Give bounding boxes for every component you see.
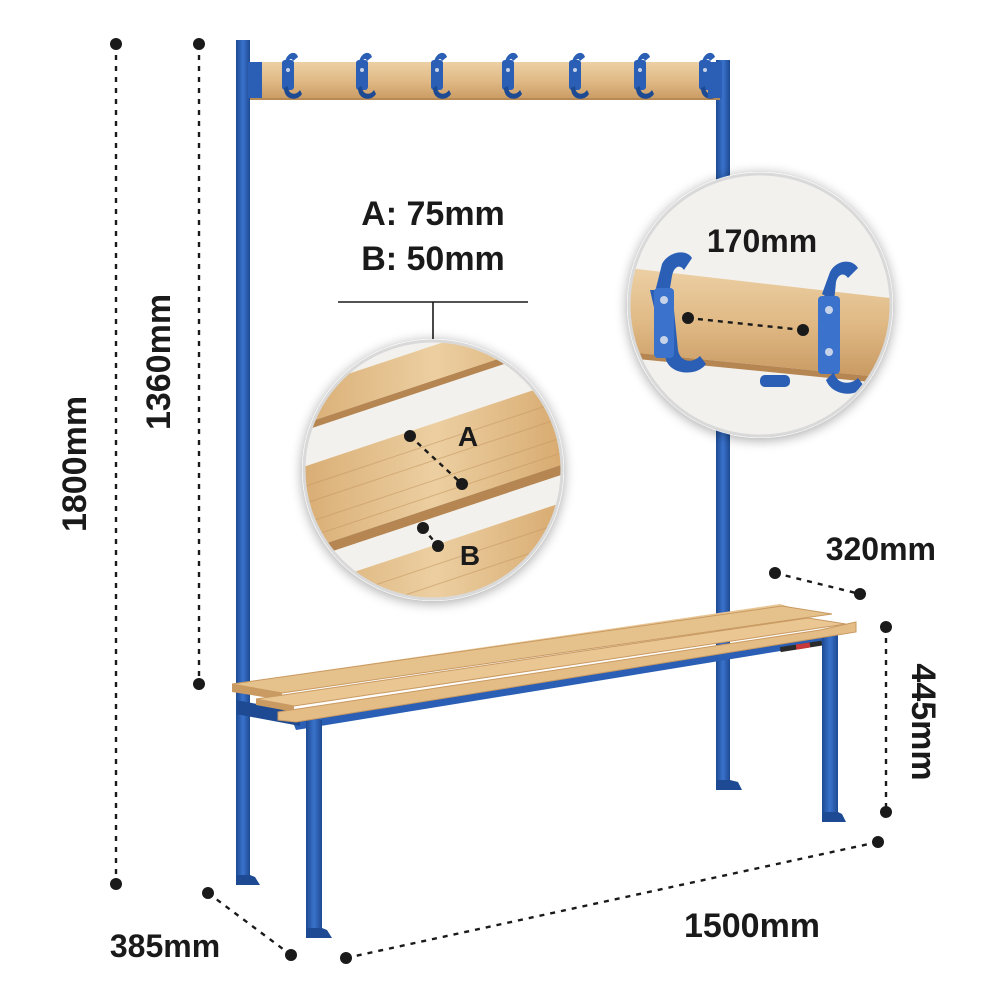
- rail-height-label: 1360mm: [140, 294, 178, 430]
- rail-bracket: [248, 62, 262, 98]
- front-right-leg: [822, 635, 838, 815]
- seat-height-label: 445mm: [904, 663, 942, 780]
- dimension-lines: [114, 44, 888, 960]
- detail-hook-right: [818, 261, 864, 394]
- slat-spec-b-label: B: 50mm: [361, 240, 505, 278]
- seat-slat-3: [277, 621, 857, 723]
- left-upright: [236, 40, 250, 885]
- seat-slat-1: [231, 605, 833, 694]
- floor-depth-line: [207, 892, 292, 956]
- seat-slat-2: [255, 617, 847, 707]
- coat-hook: [282, 52, 302, 99]
- detail-hook-left: [650, 252, 706, 373]
- coat-hook: [431, 52, 451, 99]
- rail-bracket: [708, 62, 722, 98]
- slat-marker-b: B: [460, 540, 480, 571]
- left-foot: [236, 875, 260, 885]
- front-left-foot: [306, 928, 332, 938]
- front-left-leg: [306, 720, 322, 928]
- slat-detail-callout: [302, 301, 564, 601]
- length-label: 1500mm: [684, 907, 820, 945]
- coat-hook: [569, 52, 589, 99]
- front-right-foot: [822, 812, 846, 822]
- seat-depth-line: [774, 571, 861, 596]
- detail-slat-a: [305, 378, 561, 552]
- length-line: [345, 840, 879, 960]
- slat-marker-a: A: [458, 421, 478, 452]
- coat-hook: [502, 52, 522, 99]
- coat-hook: [356, 52, 376, 99]
- slat-spec-a-label: A: 75mm: [361, 195, 505, 233]
- right-foot: [716, 780, 742, 790]
- hook-detail-callout: [627, 172, 893, 438]
- overall-height-label: 1800mm: [56, 396, 94, 532]
- hook-rail: [248, 52, 722, 100]
- coat-hook: [634, 52, 654, 99]
- detail-slat-b: [305, 500, 561, 598]
- hook-spacing-label: 170mm: [707, 223, 817, 259]
- floor-depth-label: 385mm: [110, 928, 220, 964]
- bench-seat: [231, 604, 857, 723]
- seat-depth-label: 320mm: [826, 531, 936, 567]
- dimension-endpoints: [110, 38, 892, 964]
